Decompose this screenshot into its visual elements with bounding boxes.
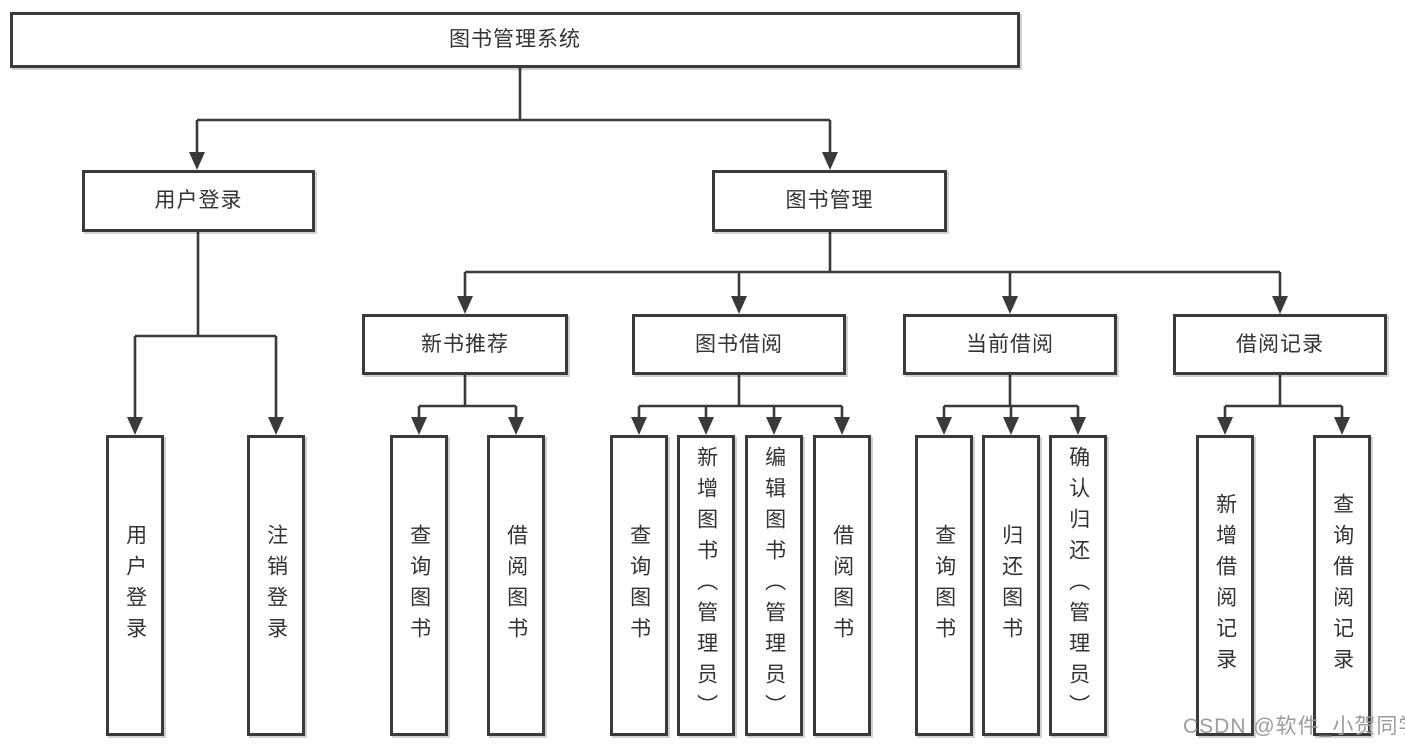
- leaf-logout: 注销登录: [247, 435, 305, 736]
- arrowheads: [127, 152, 1350, 435]
- leaf-user-login: 用户登录: [106, 435, 164, 736]
- node-new-book-recommendation: 新书推荐: [362, 314, 568, 375]
- watermark: CSDN @软件_小贺同学: [1183, 715, 1405, 738]
- leaf-borrow-books-recommend: 借阅图书: [487, 435, 545, 736]
- node-library-management-system: 图书管理系统: [10, 12, 1020, 68]
- leaf-add-book-admin: 新增图书（管理员）: [677, 435, 735, 736]
- node-user-login: 用户登录: [82, 170, 315, 232]
- leaf-edit-book-admin: 编辑图书（管理员）: [745, 435, 803, 736]
- leaf-query-books-borrowing: 查询图书: [610, 435, 668, 736]
- leaf-query-books-recommend: 查询图书: [390, 435, 448, 736]
- node-book-borrowing: 图书借阅: [632, 314, 846, 375]
- leaf-new-borrow-record: 新增借阅记录: [1196, 435, 1254, 736]
- leaf-query-books-current: 查询图书: [915, 435, 973, 736]
- leaf-confirm-return-admin: 确认归还（管理员）: [1049, 435, 1107, 736]
- node-current-borrowing: 当前借阅: [903, 314, 1117, 375]
- leaf-borrow-books-borrowing: 借阅图书: [813, 435, 871, 736]
- node-borrowing-records: 借阅记录: [1173, 314, 1387, 375]
- node-book-management: 图书管理: [712, 170, 947, 232]
- leaf-return-books: 归还图书: [982, 435, 1040, 736]
- leaf-query-borrow-record: 查询借阅记录: [1313, 435, 1371, 736]
